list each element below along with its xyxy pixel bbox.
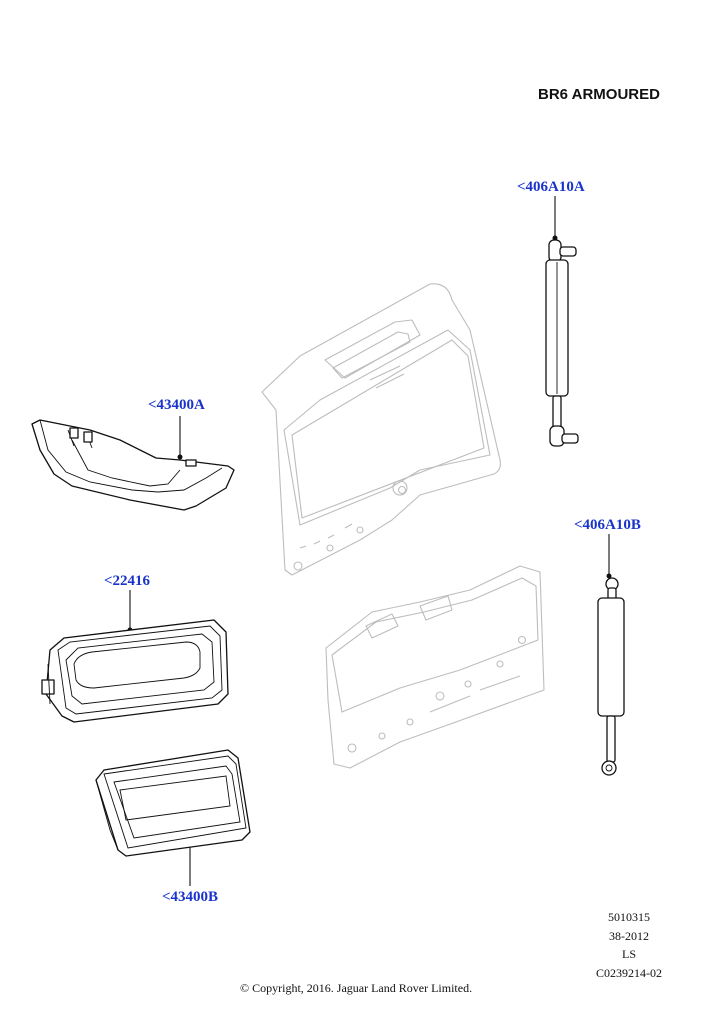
tailgate-upper-ghost: [261, 283, 501, 576]
reference-line-4: C0239214-02: [596, 965, 662, 980]
reference-line-1: 5010315: [608, 910, 650, 924]
callout-406A10A[interactable]: <406A10A: [517, 179, 585, 195]
handle-bezel-43400B[interactable]: [95, 749, 251, 886]
callout-22416[interactable]: <22416: [104, 573, 151, 589]
callout-43400A[interactable]: <43400A: [148, 397, 205, 413]
callout-406A10B[interactable]: <406A10B: [574, 517, 641, 533]
callout-43400B[interactable]: <43400B: [162, 889, 219, 905]
trim-cover-43400A[interactable]: [31, 416, 235, 511]
copyright-notice: © Copyright, 2016. Jaguar Land Rover Lim…: [240, 981, 473, 995]
drawing-reference-block: 5010315 38-2012 LS C0239214-02: [596, 908, 662, 982]
handle-22416[interactable]: [41, 590, 229, 723]
gas-strut-406A10A[interactable]: [545, 196, 579, 447]
reference-line-3: LS: [621, 947, 636, 961]
diagram-title: BR6 ARMOURED: [538, 86, 660, 103]
tailgate-lower-ghost: [325, 565, 545, 769]
reference-line-2: 38-2012: [609, 928, 649, 943]
gas-strut-406A10B[interactable]: [597, 534, 625, 776]
